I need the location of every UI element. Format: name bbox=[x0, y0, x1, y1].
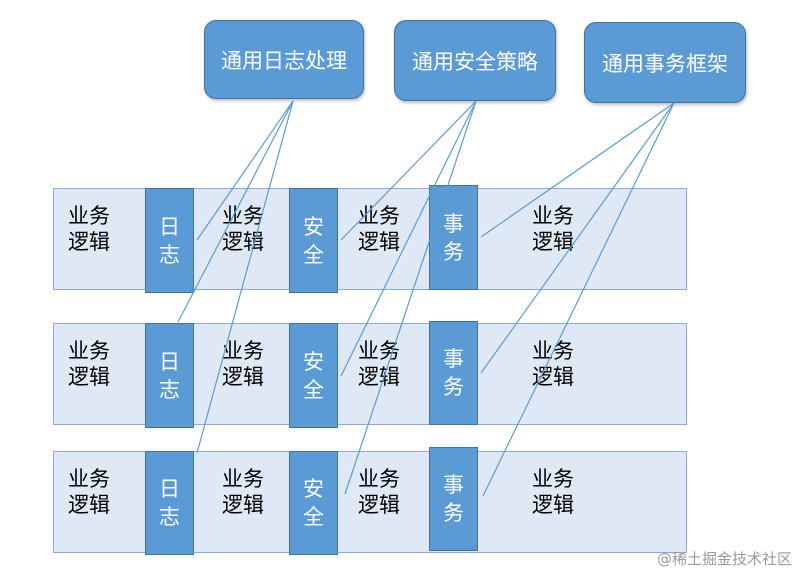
biz-logic-1-1: 业务 逻辑 bbox=[68, 204, 110, 254]
biz-logic-1-4: 业务 逻辑 bbox=[532, 204, 574, 254]
biz-logic-3-3: 业务 逻辑 bbox=[358, 467, 400, 517]
biz-logic-1-2: 业务 逻辑 bbox=[222, 204, 264, 254]
aspect-log-box: 通用日志处理 bbox=[204, 20, 364, 99]
security-cut-1: 安 全 bbox=[289, 188, 338, 293]
transaction-cut-2: 事 务 bbox=[429, 321, 478, 425]
aspect-security-label: 通用安全策略 bbox=[412, 49, 538, 74]
biz-logic-3-2: 业务 逻辑 bbox=[222, 467, 264, 517]
security-cut-2: 安 全 bbox=[289, 323, 338, 428]
log-cut-1: 日 志 bbox=[145, 188, 194, 293]
transaction-link bbox=[482, 102, 675, 497]
log-cut-3: 日 志 bbox=[145, 451, 194, 555]
aspect-log-label: 通用日志处理 bbox=[221, 48, 347, 73]
biz-logic-2-1: 业务 逻辑 bbox=[68, 339, 110, 389]
security-link bbox=[344, 100, 477, 495]
log-cut-2: 日 志 bbox=[145, 323, 194, 428]
transaction-cut-1: 事 务 bbox=[429, 185, 478, 290]
biz-logic-2-2: 业务 逻辑 bbox=[222, 339, 264, 389]
aspect-transaction-box: 通用事务框架 bbox=[584, 22, 746, 103]
watermark: @稀土掘金技术社区 bbox=[656, 550, 792, 568]
aspect-transaction-label: 通用事务框架 bbox=[602, 51, 728, 76]
biz-logic-3-1: 业务 逻辑 bbox=[68, 467, 110, 517]
biz-logic-1-3: 业务 逻辑 bbox=[358, 204, 400, 254]
biz-logic-2-3: 业务 逻辑 bbox=[358, 339, 400, 389]
transaction-cut-3: 事 务 bbox=[429, 447, 478, 551]
security-cut-3: 安 全 bbox=[289, 451, 338, 555]
aspect-security-box: 通用安全策略 bbox=[394, 20, 556, 101]
biz-logic-3-4: 业务 逻辑 bbox=[532, 467, 574, 517]
biz-logic-2-4: 业务 逻辑 bbox=[532, 339, 574, 389]
